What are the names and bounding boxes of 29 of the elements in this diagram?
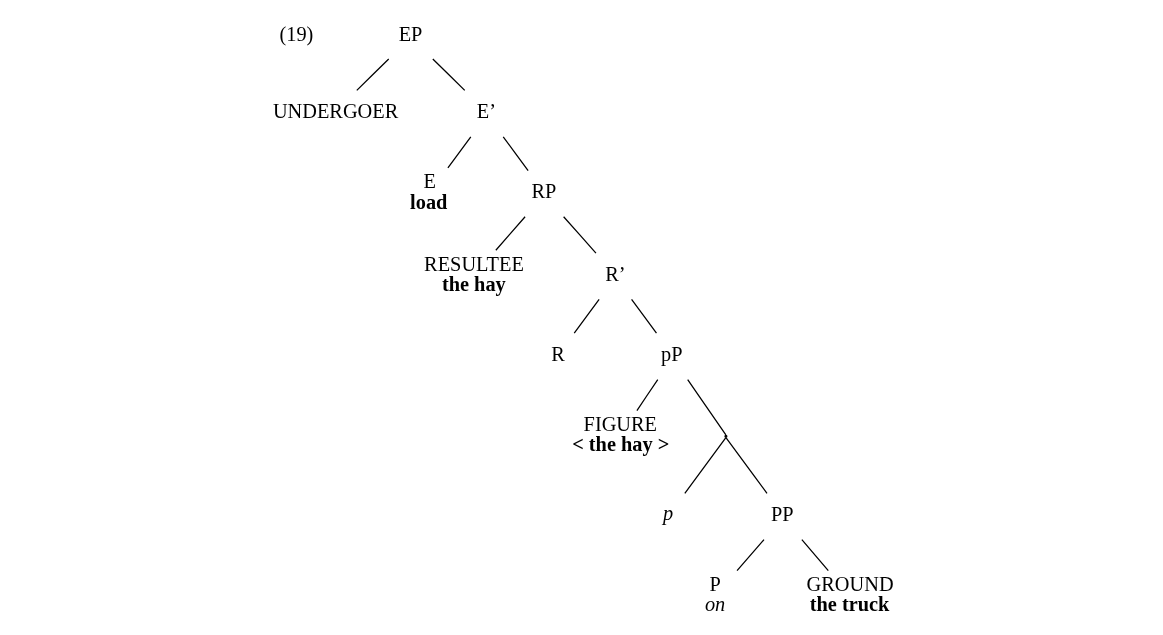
node-text: RESULTEE the hay <box>423 252 524 296</box>
connector <box>494 216 526 251</box>
label: (19) <box>278 22 313 45</box>
connector <box>573 298 600 334</box>
node-text: UNDERGOER <box>272 100 398 123</box>
connector <box>683 437 726 494</box>
node-point <box>723 434 727 438</box>
connector <box>635 378 658 412</box>
node-text: R’ <box>604 263 626 286</box>
connector <box>735 539 765 572</box>
node-text: P on <box>704 573 725 616</box>
connector <box>562 216 597 254</box>
connector <box>800 539 829 572</box>
connector <box>446 136 471 169</box>
node-text: GROUND the truck <box>806 573 894 616</box>
connector <box>630 298 657 334</box>
node-text: E’ <box>476 100 496 123</box>
node-text: p <box>662 501 673 524</box>
node-text: FIGURE < the hay > <box>571 412 669 456</box>
node-text: RP <box>530 180 556 203</box>
connector <box>355 58 389 91</box>
node-text: R <box>550 343 565 366</box>
node-text: PP <box>770 503 794 526</box>
node-text: pP <box>660 343 683 366</box>
connector <box>431 58 465 91</box>
connector <box>502 136 529 172</box>
node-text: EP <box>398 22 422 45</box>
connector <box>724 437 768 494</box>
node-text: E load <box>409 170 447 213</box>
